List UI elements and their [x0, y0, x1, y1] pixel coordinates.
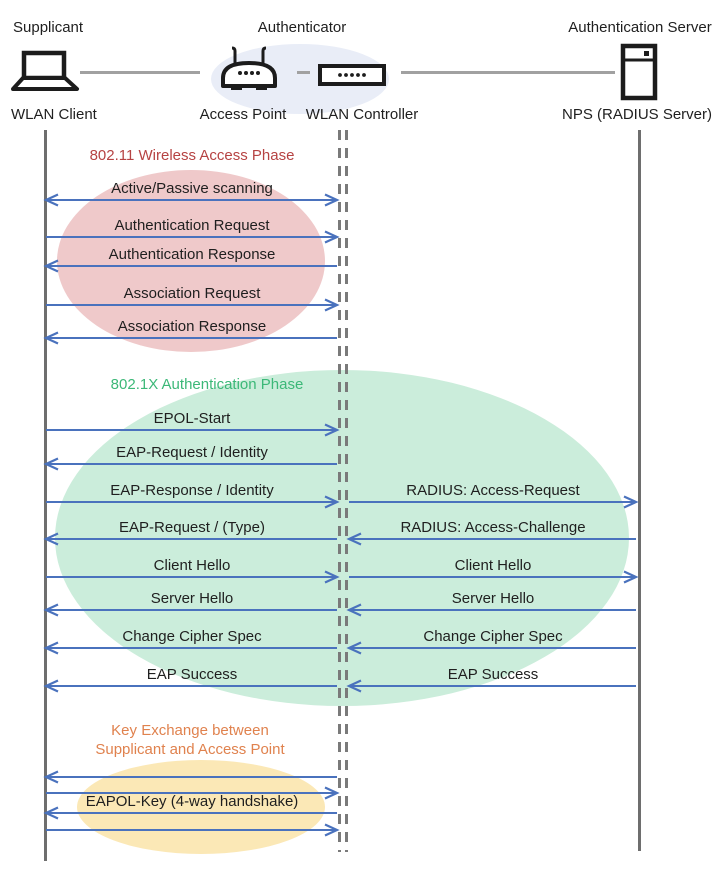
message-label: Client Hello — [454, 557, 532, 574]
device-wlan-client: WLAN Client — [11, 106, 97, 123]
message-label: EAP-Response / Identity — [110, 482, 274, 499]
device-wlan-controller: WLAN Controller — [305, 106, 419, 123]
message-label: EAP Success — [146, 666, 238, 683]
device-access-point: Access Point — [199, 106, 287, 123]
connector-line — [297, 71, 310, 74]
message-label: EAPOL-Key (4-way handshake) — [85, 793, 299, 810]
lifeline-nps-server — [638, 130, 641, 851]
lifeline-wlan-client — [44, 130, 47, 861]
message-label: EPOL-Start — [153, 410, 231, 427]
lifeline-wlan-controller-dashed-1 — [338, 130, 341, 852]
connector-line — [401, 71, 615, 74]
phase3-ellipse — [77, 760, 325, 854]
message-label: Active/Passive scanning — [111, 180, 273, 197]
message-label: Authentication Response — [108, 246, 276, 263]
message-label: RADIUS: Access-Request — [406, 482, 580, 499]
phase3-title: Key Exchange between Supplicant and Acce… — [95, 721, 284, 759]
connector-line — [80, 71, 200, 74]
message-label: Authentication Request — [114, 217, 270, 234]
message-label: EAP-Request / Identity — [116, 444, 268, 461]
message-label: Association Response — [117, 318, 267, 335]
message-label: EAP-Request / (Type) — [119, 519, 265, 536]
phase1-title: 802.11 Wireless Access Phase — [89, 147, 295, 164]
role-supplicant: Supplicant — [13, 19, 84, 36]
phase2-title: 802.1X Authentication Phase — [110, 376, 304, 393]
server-icon — [620, 43, 658, 101]
device-nps-radius-server: NPS (RADIUS Server) — [561, 106, 713, 123]
message-label: Association Request — [123, 285, 261, 302]
phase2-ellipse — [55, 370, 629, 706]
message-label: Change Cipher Spec — [423, 628, 563, 645]
role-authentication-server: Authentication Server — [568, 19, 712, 36]
phase3-title-line2: Supplicant and Access Point — [95, 741, 285, 758]
message-label: Server Hello — [150, 590, 234, 607]
message-label: EAP Success — [447, 666, 539, 683]
message-label: Server Hello — [451, 590, 535, 607]
access-point-icon — [221, 46, 277, 90]
controller-icon — [318, 64, 386, 86]
laptop-icon — [11, 50, 79, 91]
message-label: Change Cipher Spec — [122, 628, 262, 645]
message-label: RADIUS: Access-Challenge — [400, 519, 586, 536]
phase3-title-line1: Key Exchange between — [111, 722, 269, 739]
role-authenticator: Authenticator — [257, 19, 347, 36]
message-label: Client Hello — [153, 557, 231, 574]
lifeline-wlan-controller-dashed-2 — [345, 130, 348, 852]
